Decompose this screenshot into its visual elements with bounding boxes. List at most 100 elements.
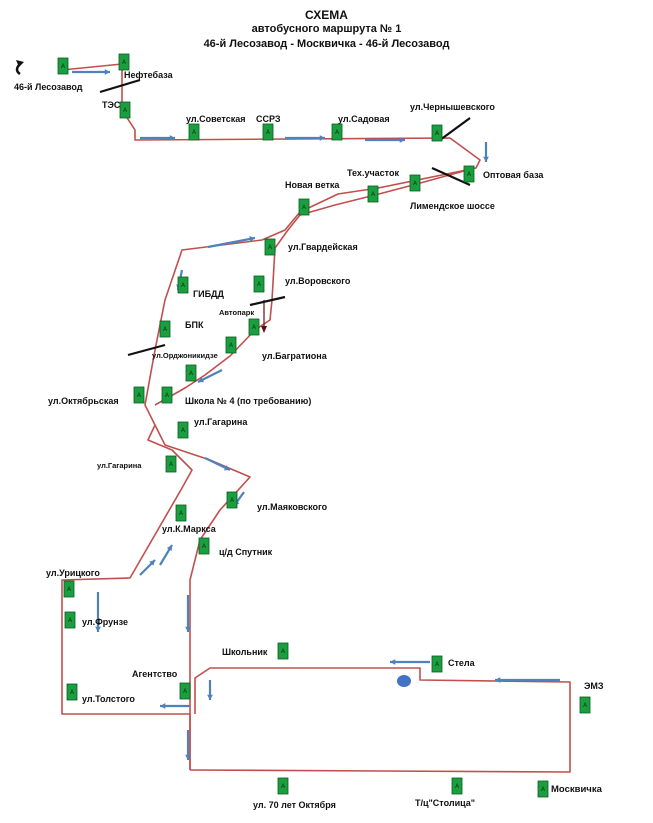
stop-label: ц/д Спутник [219, 547, 273, 557]
direction-arrowhead [483, 156, 489, 162]
stop-sign-letter: А [137, 392, 142, 399]
direction-arrowhead [95, 626, 101, 632]
bus-stop-sign-icon: А [161, 386, 173, 404]
direction-arrowhead [160, 703, 166, 709]
stop-sign-letter: А [67, 586, 72, 593]
direction-arrows [72, 69, 560, 760]
direction-arrowhead [104, 69, 110, 75]
bus-stop-sign-icon: А [463, 165, 475, 183]
stop-sign-letter: А [268, 244, 273, 251]
stop-sign-letter: А [281, 783, 286, 790]
bus-stop-sign-icon: А [225, 336, 237, 354]
bus-stop-sign-icon: А [277, 777, 289, 795]
stop-label: ул.Воровского [285, 276, 351, 286]
stop-label: Тех.участок [347, 168, 399, 178]
stop-label: Т/ц"Столица" [415, 798, 475, 808]
stop-label: Лимендское шоссе [410, 201, 495, 211]
direction-arrowhead [249, 236, 255, 242]
stop-label: ул.Советская [186, 114, 245, 124]
stop-sign-letter: А [70, 689, 75, 696]
closed-road-cross [99, 78, 141, 94]
stop-sign-letter: А [169, 461, 174, 468]
stop-sign-letter: А [230, 497, 235, 504]
route-line [61, 63, 481, 770]
direction-arrowhead [390, 659, 396, 665]
stop-label: Школа № 4 (по требованию) [185, 396, 311, 406]
stop-sign-letter: А [281, 648, 286, 655]
direction-arrowhead [224, 465, 230, 471]
bus-stop-sign-icon: А [579, 696, 591, 714]
bus-stop-sign-icon: А [66, 683, 78, 701]
stop-sign-letter: А [371, 191, 376, 198]
bus-stop-sign-icon: А [248, 318, 260, 336]
stop-label: Нефтебаза [124, 70, 174, 80]
stop-sign-letter: А [192, 129, 197, 136]
closed-road-marks [99, 78, 471, 357]
bus-stop-sign-icon: А [537, 780, 549, 798]
stop-label: ул.Чернышевского [410, 102, 495, 112]
stop-label: ул.К.Маркса [162, 524, 217, 534]
stop-sign-letter: А [467, 171, 472, 178]
stop-sign-letter: А [68, 617, 73, 624]
stop-label: ТЭС [102, 100, 121, 110]
stop-sign-letter: А [122, 59, 127, 66]
bus-stop-sign-icon: А [57, 57, 69, 75]
bus-stop-sign-icon: А [188, 123, 200, 141]
stop-label: Стела [448, 658, 476, 668]
depot-spur-arrowhead [261, 326, 267, 333]
bus-stop-sign-icon: А [451, 777, 463, 795]
bus-stop-sign-icon: А [119, 101, 131, 119]
stop-label: ССРЗ [256, 114, 281, 124]
route-lines [15, 60, 571, 773]
bus-stop-sign-icon: А [431, 124, 443, 142]
stop-sign-letter: А [189, 370, 194, 377]
stop-sign-letter: А [413, 180, 418, 187]
stop-label: Агентство [132, 669, 178, 679]
route-name: 46-й Лесозавод - Москвичка - 46-й Лесоза… [203, 38, 450, 50]
bus-stop-sign-icon: А [165, 455, 177, 473]
turnaround-circle [397, 675, 411, 687]
stop-label: ул.Толстого [82, 694, 135, 704]
bus-stop-sign-icon: А [298, 198, 310, 216]
direction-arrowhead [495, 677, 501, 683]
stop-sign-letter: А [257, 281, 262, 288]
stop-sign-letter: А [302, 204, 307, 211]
direction-arrow [207, 236, 256, 249]
stop-label: Новая ветка [285, 180, 340, 190]
direction-arrowhead [319, 135, 325, 141]
bus-stop-sign-icon: А [253, 275, 265, 293]
stop-sign-letter: А [583, 702, 588, 709]
direction-arrowhead [399, 137, 405, 143]
stop-sign-letter: А [123, 107, 128, 114]
stop-label: Школьник [222, 647, 268, 657]
scheme-title: СХЕМА [305, 8, 348, 22]
stop-sign-letter: А [266, 129, 271, 136]
stop-sign-letter: А [183, 688, 188, 695]
bus-stop-sign-icon: А [185, 364, 197, 382]
direction-arrowhead [149, 560, 155, 566]
stop-label: ул. 70 лет Октября [253, 800, 336, 810]
bus-stop-sign-icon: А [118, 53, 130, 71]
start-hook-arrowhead [16, 60, 24, 67]
stop-label: ул.Фрунзе [82, 617, 128, 627]
stop-sign-letter: А [61, 63, 66, 70]
stop-label: 46-й Лесозавод [14, 82, 83, 92]
closed-road-cross [127, 343, 166, 357]
bus-stop-sign-icon: А [331, 123, 343, 141]
bus-stop-sign-icon: А [175, 504, 187, 522]
stop-sign-letter: А [435, 661, 440, 668]
bus-stop-sign-icon: А [226, 491, 238, 509]
stop-label: Оптовая база [483, 170, 544, 180]
closed-road-cross [249, 295, 286, 307]
bus-stop-sign-icon: А [179, 682, 191, 700]
stop-sign-letter: А [455, 783, 460, 790]
scheme-subtitle: автобусного маршрута № 1 [251, 23, 402, 35]
bus-stop-sign-icon: А [177, 421, 189, 439]
bus-stop-sign-icon: А [198, 537, 210, 555]
direction-arrowhead [207, 694, 213, 700]
stop-label: Автопарк [219, 308, 254, 317]
stop-label: ул.Октябрьская [48, 396, 119, 406]
stop-label: ул.Орджоникидзе [152, 351, 218, 360]
